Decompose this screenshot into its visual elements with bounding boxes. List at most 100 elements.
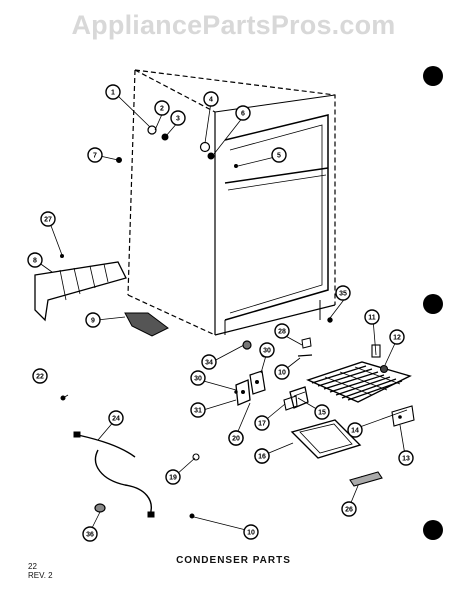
callout-label: 10 bbox=[278, 370, 286, 377]
part-31-bracket bbox=[235, 379, 251, 406]
part-18-screw bbox=[297, 354, 313, 357]
callout-label: 1 bbox=[111, 90, 115, 97]
callout-3: 3 bbox=[170, 110, 186, 126]
part-36-grommet bbox=[94, 503, 106, 513]
page-number: 22 bbox=[28, 562, 37, 571]
callout-label: 6 bbox=[241, 111, 245, 118]
refrigerator-cabinet bbox=[127, 69, 336, 336]
part-27-clip bbox=[60, 254, 64, 258]
callout-label: 36 bbox=[86, 532, 94, 539]
part-15-relay bbox=[289, 386, 309, 409]
part-10-screw bbox=[189, 513, 195, 519]
callout-15: 15 bbox=[314, 404, 330, 420]
callout-10: 10 bbox=[274, 364, 290, 380]
diagram-caption: CONDENSER PARTS bbox=[176, 555, 291, 566]
callout-label: 19 bbox=[169, 475, 177, 482]
callout-7: 7 bbox=[87, 147, 103, 163]
revision-label: REV. 2 bbox=[28, 571, 53, 580]
callout-bubbles: 1234657278935111228103034303129171514131… bbox=[27, 84, 414, 542]
part-19-cable-clip bbox=[192, 453, 200, 461]
part-17-bracket bbox=[283, 395, 298, 411]
binder-hole-top bbox=[423, 66, 443, 86]
callout-30: 30 bbox=[259, 342, 275, 358]
callout-label: 22 bbox=[36, 374, 44, 381]
callout-label: 11 bbox=[368, 315, 376, 322]
callout-label: 9 bbox=[91, 318, 95, 325]
callout-label: 35 bbox=[339, 291, 347, 298]
part-16-drain-pan bbox=[290, 419, 362, 459]
callout-19: 19 bbox=[165, 469, 181, 485]
part-4-plug bbox=[199, 141, 211, 153]
callout-16: 16 bbox=[254, 448, 270, 464]
part-1-screw-assembly bbox=[147, 125, 169, 141]
callout-label: 16 bbox=[258, 454, 266, 461]
part-26-pad bbox=[349, 471, 383, 487]
callout-label: 8 bbox=[33, 258, 37, 265]
callout-26: 26 bbox=[341, 501, 357, 517]
callout-12: 12 bbox=[389, 329, 405, 345]
callout-10: 10 bbox=[243, 524, 259, 540]
part-6-grommet bbox=[207, 152, 215, 160]
part-8-toe-grille bbox=[34, 254, 127, 322]
part-34-cord-clip bbox=[242, 340, 252, 350]
callout-6: 6 bbox=[235, 105, 251, 121]
part-drawings bbox=[34, 125, 415, 519]
part-24-power-cord bbox=[73, 431, 155, 518]
callout-13: 13 bbox=[398, 450, 414, 466]
watermark: AppliancePartsPros.com bbox=[71, 10, 396, 40]
part-11-spacer bbox=[371, 344, 381, 358]
callout-5: 5 bbox=[271, 147, 287, 163]
callout-label: 5 bbox=[277, 153, 281, 160]
callout-27: 27 bbox=[40, 211, 56, 227]
callout-22: 22 bbox=[32, 368, 48, 384]
callout-label: 27 bbox=[44, 217, 52, 224]
callout-label: 24 bbox=[112, 416, 120, 423]
callout-35: 35 bbox=[335, 285, 351, 301]
callout-label: 20 bbox=[232, 436, 240, 443]
part-7-screw bbox=[116, 157, 122, 163]
callout-label: 17 bbox=[258, 421, 266, 428]
part-22-screw bbox=[60, 395, 66, 401]
callout-label: 31 bbox=[194, 408, 202, 415]
callout-31: 31 bbox=[190, 402, 206, 418]
callout-label: 14 bbox=[351, 428, 359, 435]
callout-36: 36 bbox=[82, 526, 98, 542]
callout-label: 34 bbox=[205, 360, 213, 367]
callout-label: 3 bbox=[176, 116, 180, 123]
part-14-condenser-coil bbox=[306, 361, 412, 403]
callout-20: 20 bbox=[228, 430, 244, 446]
callout-8: 8 bbox=[27, 252, 43, 268]
part-9-leveling-leg bbox=[124, 312, 169, 337]
part-28-clip bbox=[301, 337, 312, 349]
part-29-overload bbox=[249, 370, 266, 395]
callout-label: 30 bbox=[194, 376, 202, 383]
callout-30: 30 bbox=[190, 370, 206, 386]
callout-label: 26 bbox=[345, 507, 353, 514]
part-5-screw bbox=[234, 164, 238, 168]
callout-24: 24 bbox=[108, 410, 124, 426]
binder-hole-bottom bbox=[423, 520, 443, 540]
callout-label: 12 bbox=[393, 335, 401, 342]
callout-14: 14 bbox=[347, 422, 363, 438]
binder-hole-middle bbox=[423, 294, 443, 314]
part-20-terminal bbox=[234, 390, 238, 394]
callout-34: 34 bbox=[201, 354, 217, 370]
callout-11: 11 bbox=[364, 309, 380, 325]
part-13-bracket bbox=[391, 405, 415, 427]
callout-4: 4 bbox=[203, 91, 219, 107]
callout-label: 30 bbox=[263, 348, 271, 355]
callout-label: 10 bbox=[247, 530, 255, 537]
callout-9: 9 bbox=[85, 312, 101, 328]
callout-label: 7 bbox=[93, 153, 97, 160]
callout-28: 28 bbox=[274, 323, 290, 339]
callout-label: 13 bbox=[402, 456, 410, 463]
callout-label: 15 bbox=[318, 410, 326, 417]
callout-1: 1 bbox=[105, 84, 121, 100]
callout-label: 4 bbox=[209, 97, 213, 104]
callout-label: 28 bbox=[278, 329, 286, 336]
callout-17: 17 bbox=[254, 415, 270, 431]
part-12-grommet bbox=[379, 364, 389, 374]
callout-label: 2 bbox=[160, 106, 164, 113]
